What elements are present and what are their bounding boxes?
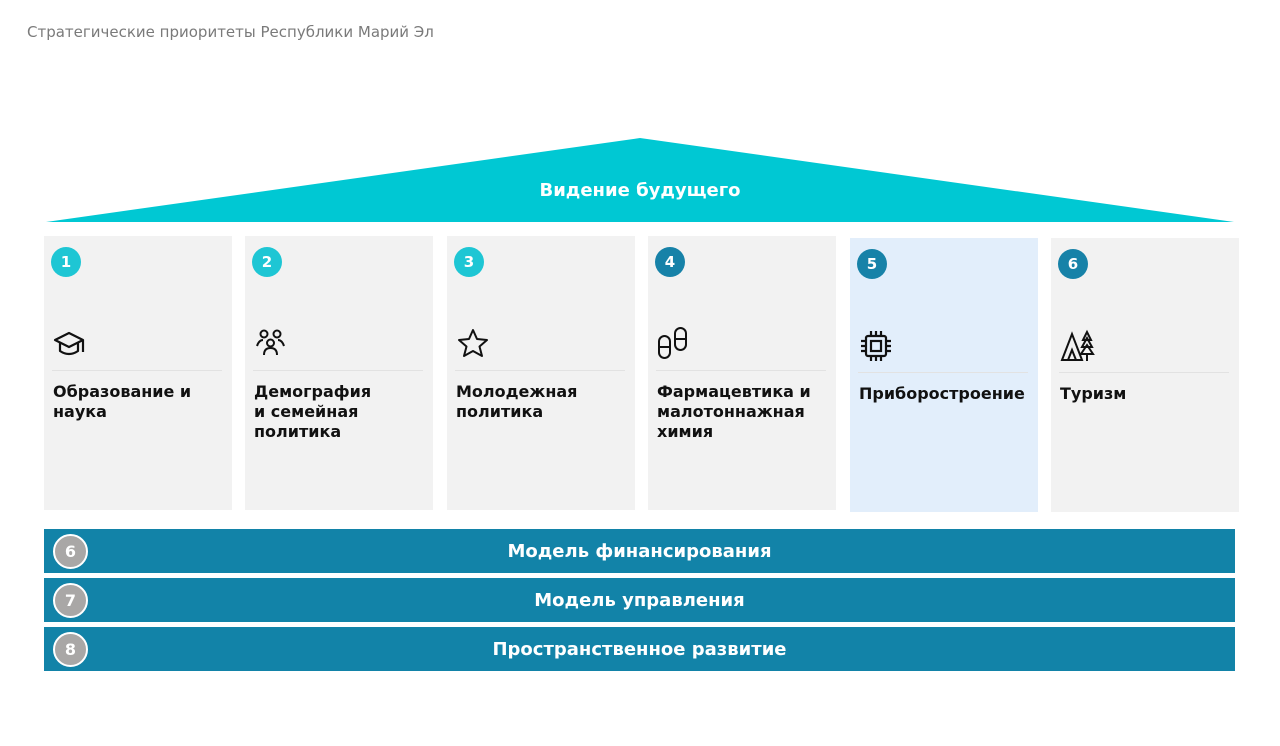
people-icon (256, 329, 285, 356)
pills-icon (658, 327, 687, 359)
graduation-cap-icon (53, 331, 85, 356)
pillar-title: Демография и семейная политика (254, 382, 372, 441)
pillar-title: Приборостроение (859, 384, 1025, 403)
pillar-card-highlighted: 5 Приборостроение (850, 238, 1038, 512)
pillar-card: 6 Туризм (1051, 238, 1239, 512)
pillar-card: 3 Молодежная политика (447, 236, 635, 510)
foundation-bar-management: 7 Модель управления (44, 578, 1235, 622)
pillar-number: 1 (51, 247, 81, 277)
pillar-number: 5 (857, 249, 887, 279)
divider (253, 370, 423, 371)
pillar-card: 1 Образование и наука (44, 236, 232, 510)
chip-icon (861, 331, 891, 361)
divider (656, 370, 826, 371)
page-title: Стратегические приоритеты Республики Мар… (27, 23, 434, 41)
pillar-number: 4 (655, 247, 685, 277)
pillar-number: 3 (454, 247, 484, 277)
pillar-number: 6 (1058, 249, 1088, 279)
foundation-label: Модель финансирования (507, 540, 772, 562)
pillar-title: Молодежная политика (456, 382, 578, 421)
pillar-title: Фармацевтика и малотоннажная химия (657, 382, 811, 441)
divider (1059, 372, 1229, 373)
foundation-number: 7 (53, 583, 88, 618)
tent-trees-icon (1060, 329, 1095, 361)
foundation-bar-spatial: 8 Пространственное развитие (44, 627, 1235, 671)
pillar-title: Туризм (1060, 384, 1127, 403)
pillar-card: 2 Демография и семейная политика (245, 236, 433, 510)
pillar-number: 2 (252, 247, 282, 277)
star-icon (458, 329, 488, 357)
roof-shape (46, 138, 1234, 222)
foundation-label: Пространственное развитие (492, 638, 787, 660)
pillar-title: Образование и наука (53, 382, 192, 421)
pillar-card: 4 Фармацевтика и малотоннажная химия (648, 236, 836, 510)
divider (455, 370, 625, 371)
roof-label: Видение будущего (539, 180, 741, 201)
foundation-bar-financing: 6 Модель финансирования (44, 529, 1235, 573)
foundation-number: 6 (53, 534, 88, 569)
divider (858, 372, 1028, 373)
divider (52, 370, 222, 371)
foundation-label: Модель управления (534, 589, 745, 611)
foundation-number: 8 (53, 632, 88, 667)
